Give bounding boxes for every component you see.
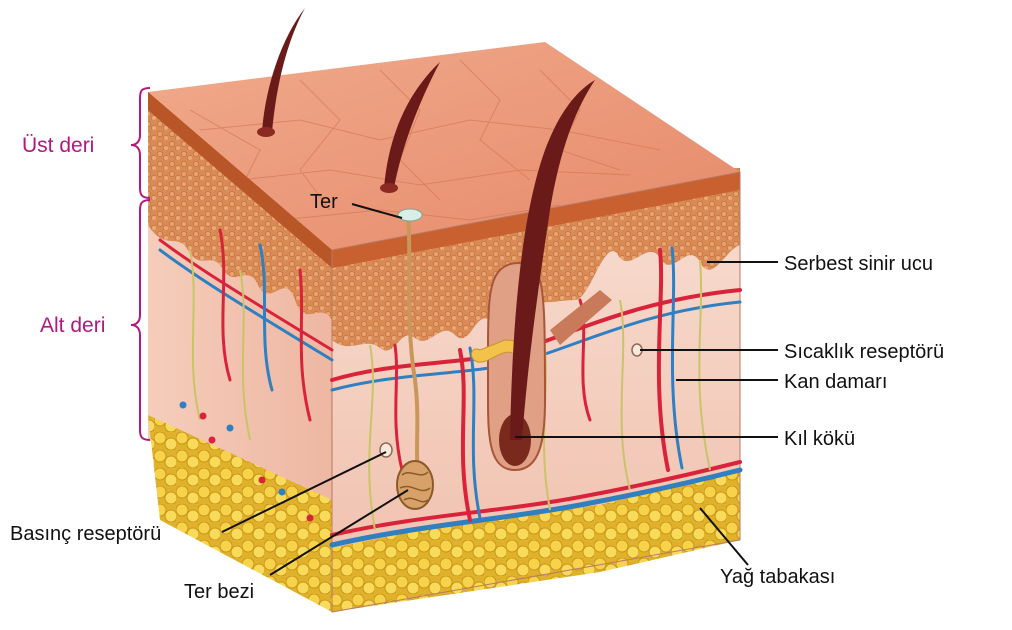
label-sweat-gland: Ter bezi [184, 581, 254, 603]
epidermis-bracket [131, 88, 150, 198]
dermis-bracket [131, 200, 150, 440]
skin-block [148, 8, 740, 612]
label-hair-root: Kıl kökü [784, 428, 855, 450]
label-heat-receptor: Sıcaklık reseptörü [784, 341, 944, 363]
sweat-pore [398, 209, 422, 221]
label-fat-layer: Yağ tabakası [720, 566, 835, 588]
label-blood-vessel: Kan damarı [784, 371, 887, 393]
label-sweat-pore: Ter [310, 191, 338, 213]
label-free-nerve-ending: Serbest sinir ucu [784, 253, 933, 275]
label-epidermis: Üst deri [22, 134, 94, 157]
label-pressure-receptor: Basınç reseptörü [10, 523, 161, 545]
label-dermis: Alt deri [40, 314, 105, 337]
